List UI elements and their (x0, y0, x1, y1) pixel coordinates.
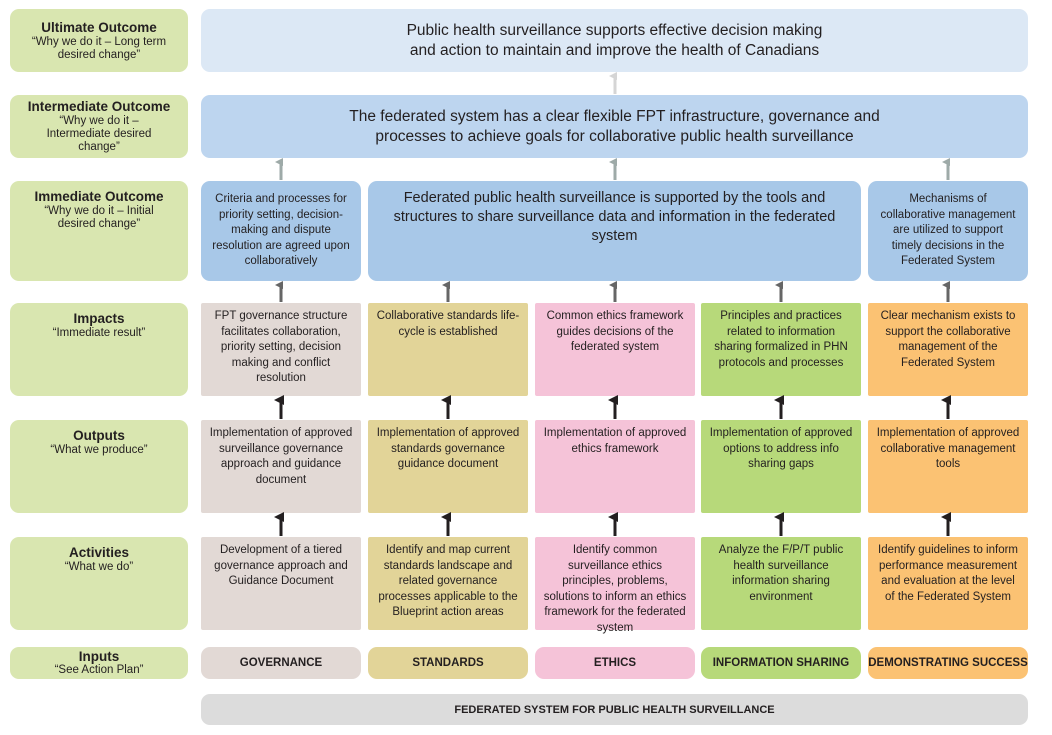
immediate-outcome-left-text: Criteria and processes for priority sett… (212, 193, 350, 268)
impact-governance: FPT governance structure facilitates col… (201, 303, 361, 396)
row-label-intermediate: Intermediate Outcome “Why we do it – Int… (10, 95, 188, 158)
activity-ethics: Identify common surveillance ethics prin… (535, 537, 695, 634)
input-demonstrating-success: DEMONSTRATING SUCCESS (868, 647, 1028, 679)
activity-text: Identify guidelines to inform performanc… (878, 544, 1018, 603)
output-text: Implementation of approved surveillance … (209, 427, 353, 486)
activity-information-sharing: Analyze the F/P/T public health surveill… (701, 537, 861, 630)
output-information-sharing: Implementation of approved options to ad… (701, 420, 861, 513)
row-label-outputs: Outputs “What we produce” (10, 420, 188, 513)
federated-system-footer: FEDERATED SYSTEM FOR PUBLIC HEALTH SURVE… (201, 694, 1028, 725)
impact-text: Clear mechanism exists to support the co… (880, 310, 1016, 369)
immediate-outcome-middle: Federated public health surveillance is … (368, 181, 861, 281)
input-label: ETHICS (593, 657, 637, 669)
impact-ethics: Common ethics framework guides decisions… (535, 303, 695, 396)
row-label-ultimate: Ultimate Outcome “Why we do it – Long te… (10, 9, 188, 72)
output-text: Implementation of approved options to ad… (709, 427, 853, 470)
row-label-subtitle: “What we produce” (50, 444, 148, 456)
output-standards: Implementation of approved standards gov… (368, 420, 528, 513)
row-label-impacts: Impacts “Immediate result” (10, 303, 188, 396)
footer-text: FEDERATED SYSTEM FOR PUBLIC HEALTH SURVE… (454, 703, 775, 716)
impact-text: FPT governance structure facilitates col… (214, 310, 348, 384)
row-label-subtitle: “See Action Plan” (54, 664, 144, 676)
row-label-subtitle: “What we do” (64, 561, 134, 573)
output-text: Implementation of approved standards gov… (376, 427, 520, 470)
immediate-outcome-right-text: Mechanisms of collaborative management a… (880, 193, 1016, 268)
output-governance: Implementation of approved surveillance … (201, 420, 361, 513)
input-label: GOVERNANCE (239, 657, 323, 669)
input-standards: STANDARDS (368, 647, 528, 679)
row-label-activities: Activities “What we do” (10, 537, 188, 630)
row-label-title: Impacts (73, 311, 125, 326)
immediate-outcome-left: Criteria and processes for priority sett… (201, 181, 361, 281)
impact-text: Principles and practices related to info… (714, 310, 848, 369)
output-demonstrating-success: Implementation of approved collaborative… (868, 420, 1028, 513)
row-label-subtitle: “Why we do it – Intermediate desired cha… (46, 115, 152, 153)
ultimate-outcome-box: Public health surveillance supports effe… (201, 9, 1028, 72)
activity-demonstrating-success: Identify guidelines to inform performanc… (868, 537, 1028, 630)
input-governance: GOVERNANCE (201, 647, 361, 679)
immediate-outcome-middle-text: Federated public health surveillance is … (393, 190, 836, 244)
row-label-title: Inputs (78, 649, 120, 664)
row-label-inputs: Inputs “See Action Plan” (10, 647, 188, 679)
impact-demonstrating-success: Clear mechanism exists to support the co… (868, 303, 1028, 396)
output-text: Implementation of approved ethics framew… (543, 427, 687, 455)
immediate-outcome-right: Mechanisms of collaborative management a… (868, 181, 1028, 281)
row-label-title: Immediate Outcome (34, 189, 164, 204)
row-label-subtitle: “Immediate result” (52, 327, 146, 339)
activity-governance: Development of a tiered governance appro… (201, 537, 361, 630)
activity-text: Development of a tiered governance appro… (214, 544, 348, 587)
input-ethics: ETHICS (535, 647, 695, 679)
row-label-title: Outputs (73, 428, 125, 443)
row-label-title: Activities (68, 545, 130, 560)
activity-text: Identify and map current standards lands… (378, 544, 518, 618)
impact-standards: Collaborative standards life-cycle is es… (368, 303, 528, 396)
output-ethics: Implementation of approved ethics framew… (535, 420, 695, 513)
row-label-subtitle: “Why we do it – Initial desired change” (44, 205, 154, 230)
impact-text: Collaborative standards life-cycle is es… (376, 310, 520, 338)
output-text: Implementation of approved collaborative… (876, 427, 1020, 470)
row-label-title: Intermediate Outcome (27, 99, 171, 114)
row-label-subtitle: “Why we do it – Long term desired change… (31, 35, 167, 61)
input-label: STANDARDS (412, 657, 484, 669)
row-label-title: Ultimate Outcome (41, 19, 157, 35)
activity-standards: Identify and map current standards lands… (368, 537, 528, 630)
row-label-immediate: Immediate Outcome “Why we do it – Initia… (10, 181, 188, 281)
input-label: INFORMATION SHARING (712, 657, 850, 669)
activity-text: Identify common surveillance ethics prin… (543, 544, 687, 634)
input-label: DEMONSTRATING SUCCESS (868, 657, 1028, 669)
intermediate-outcome-box: The federated system has a clear flexibl… (201, 95, 1028, 158)
impact-information-sharing: Principles and practices related to info… (701, 303, 861, 396)
ultimate-outcome-text: Public health surveillance supports effe… (406, 21, 823, 59)
impact-text: Common ethics framework guides decisions… (546, 310, 684, 353)
input-information-sharing: INFORMATION SHARING (701, 647, 861, 679)
activity-text: Analyze the F/P/T public health surveill… (718, 544, 844, 603)
intermediate-outcome-text: The federated system has a clear flexibl… (349, 107, 880, 145)
